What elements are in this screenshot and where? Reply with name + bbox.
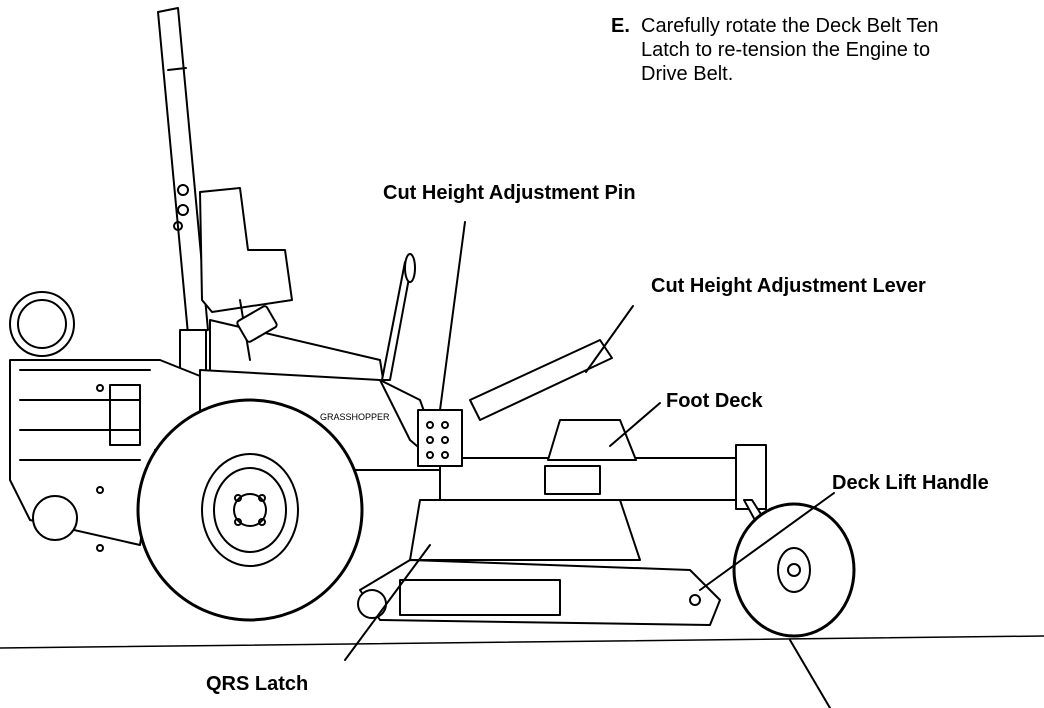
steering-lever (381, 253, 416, 381)
leader-deck-lift (699, 492, 835, 591)
step-text: Carefully rotate the Deck Belt Ten Latch… (641, 15, 939, 85)
label-cut-height-lever: Cut Height Adjustment Lever (651, 275, 926, 297)
engine-housing (9, 291, 211, 552)
drive-wheel (136, 398, 364, 622)
label-cut-height-pin: Cut Height Adjustment Pin (383, 182, 636, 204)
label-foot-deck: Foot Deck (666, 390, 763, 412)
caster-wheel (732, 499, 856, 638)
leader-caster (789, 639, 831, 708)
step-letter: E. (611, 15, 630, 37)
seat (199, 187, 385, 391)
leader-pin (439, 221, 466, 411)
leader-lever (585, 305, 634, 373)
label-deck-lift-handle: Deck Lift Handle (832, 472, 989, 494)
svg-text:GRASSHOPPER: GRASSHOPPER (320, 412, 390, 422)
cut-height-pin-plate (417, 409, 463, 467)
frame (417, 339, 767, 510)
cut-height-lever (469, 339, 613, 421)
foot-deck-plate (547, 419, 637, 461)
leader-foot-deck (609, 402, 661, 447)
label-qrs-latch: QRS Latch (206, 673, 309, 695)
ground-line (0, 635, 1044, 649)
leader-qrs (344, 544, 431, 661)
leader-lines (344, 221, 835, 708)
mower-deck (357, 499, 721, 626)
